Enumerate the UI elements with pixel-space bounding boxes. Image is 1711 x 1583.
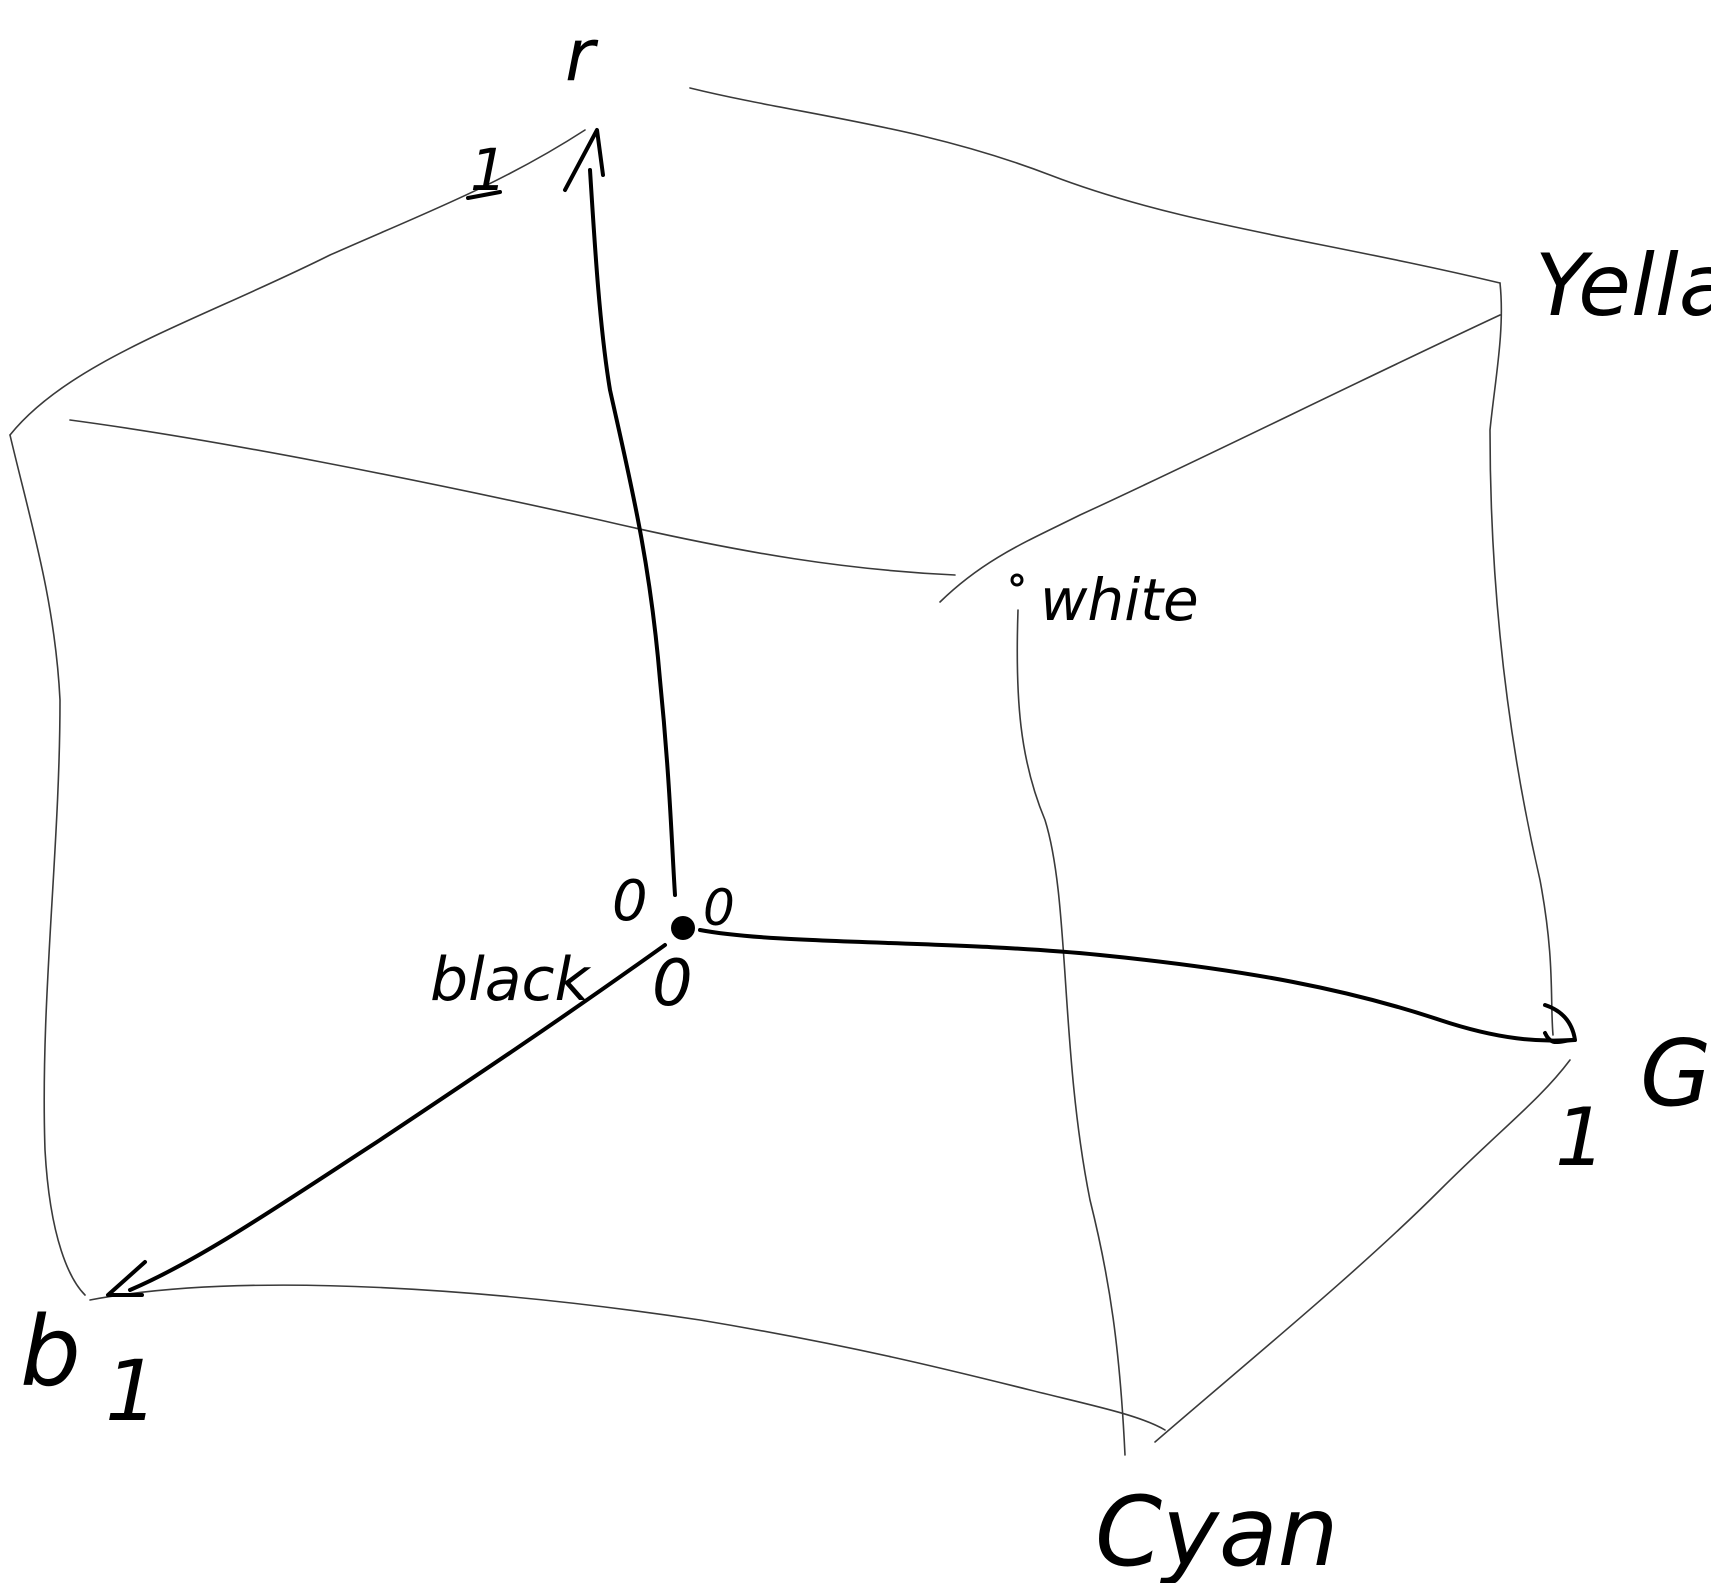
g-axis-tick-label: 1: [1555, 1091, 1606, 1184]
r-axis-name: r: [565, 13, 599, 97]
edge-yellow-to-white: [939, 314, 1501, 603]
origin-dot: [671, 916, 695, 940]
white-vertex-dot: [1010, 573, 1024, 587]
g-axis-name: G: [1640, 1020, 1711, 1127]
b-axis-arrowhead: [106, 1260, 147, 1297]
edge-top-left-to-r: [9, 129, 586, 436]
origin-coord-g: 0: [703, 879, 735, 937]
r-axis-arrowhead: [563, 128, 605, 192]
edge-left-vertical: [9, 434, 86, 1296]
r-axis-tick-label: 1: [470, 136, 507, 204]
b-axis-tick-label: 1: [105, 1342, 158, 1440]
g-axis-line: [698, 928, 1574, 1043]
labels: r 1 Yella white black 0 0 0 b 1 G 1 Cyan: [20, 13, 1711, 1583]
white-vertex-label: white: [1040, 566, 1199, 634]
edge-b-to-cyan: [89, 1284, 1166, 1431]
axes: [106, 128, 1577, 1297]
edge-left-to-white: [69, 419, 956, 576]
r-axis-tick-mark: [466, 190, 502, 200]
edge-yellow-vertical: [1489, 282, 1554, 1036]
edge-r-to-yellow: [689, 87, 1501, 284]
g-axis-arrowhead: [1543, 1003, 1577, 1045]
origin-coord-b: 0: [652, 947, 693, 1021]
b-axis-name: b: [20, 1296, 81, 1408]
yellow-vertex-label: Yella: [1535, 236, 1711, 336]
r-axis-line: [588, 168, 677, 897]
edge-cyan-to-g: [1154, 1059, 1571, 1443]
cube-edges: [9, 87, 1571, 1456]
origin-label: black: [430, 945, 592, 1015]
edge-white-to-cyan: [1016, 609, 1126, 1456]
origin-coord-r: 0: [612, 869, 648, 934]
b-axis-line: [128, 943, 667, 1292]
cyan-vertex-label: Cyan: [1095, 1476, 1339, 1583]
